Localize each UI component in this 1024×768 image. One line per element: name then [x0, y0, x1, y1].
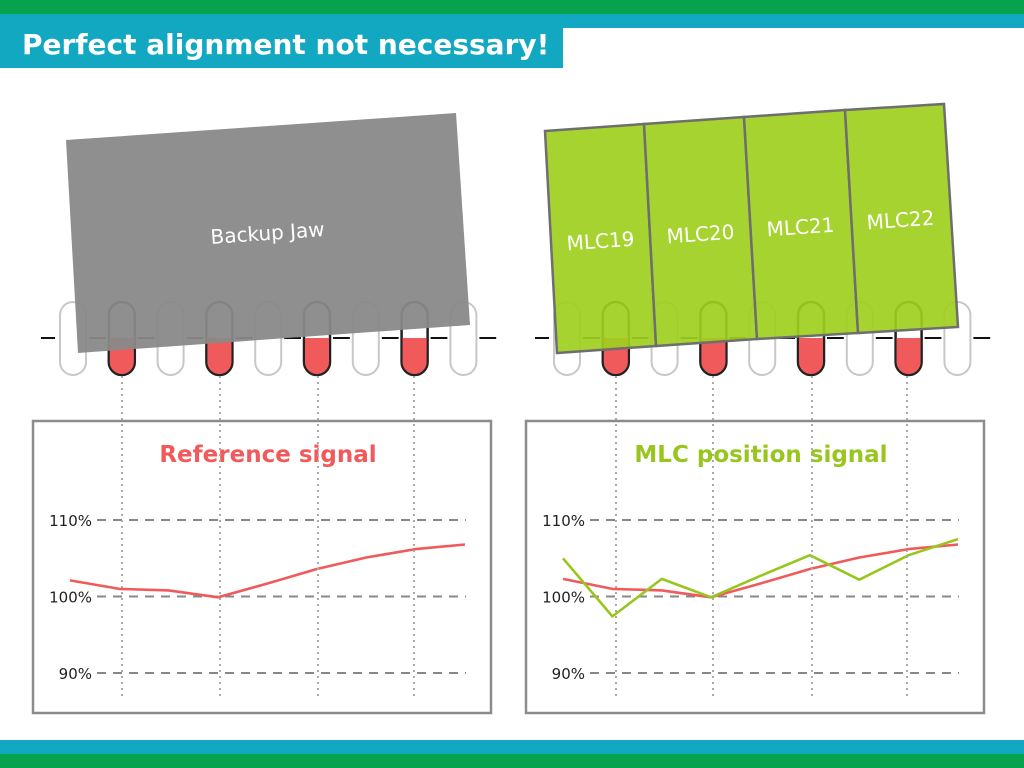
y-tick-label: 90% [59, 665, 92, 683]
mlc-label-20: MLC20 [666, 220, 735, 249]
slide-title: Perfect alignment not necessary! [0, 28, 563, 68]
y-tick-label: 90% [552, 665, 585, 683]
bottom-green-bar [0, 754, 1024, 768]
y-tick-label: 100% [542, 589, 585, 607]
active-detector-fill [207, 338, 232, 374]
active-detector-fill [305, 338, 329, 374]
signal-line [562, 537, 959, 618]
chart-title: MLC position signal [634, 442, 887, 468]
mlc-label-19: MLC19 [566, 227, 635, 256]
reference-signal-chart: Reference signal 110% 100% 90% [31, 419, 493, 715]
mlc-label-21: MLC21 [766, 213, 835, 242]
backup-jaw-block [66, 113, 470, 353]
bottom-cyan-bar [0, 740, 1024, 754]
active-detector-fill [701, 338, 726, 374]
chart-title: Reference signal [159, 442, 376, 468]
mlc-position-signal-chart: MLC position signal 110% 100% 90% [524, 419, 986, 715]
y-tick-label: 100% [49, 589, 92, 607]
y-tick-label: 110% [542, 512, 585, 530]
active-detector-fill [896, 338, 921, 374]
active-detector-fill [402, 338, 427, 374]
mlc-leaf-22 [843, 102, 960, 335]
top-cyan-bar [0, 14, 1024, 28]
y-tick-label: 110% [49, 512, 92, 530]
backup-jaw: Backup Jaw [66, 113, 470, 353]
top-green-bar [0, 0, 1024, 14]
mlc-leaf-bank: MLC19 MLC20 MLC21 MLC22 [543, 102, 960, 355]
active-detector-fill [799, 338, 823, 374]
mlc-label-22: MLC22 [866, 206, 935, 235]
